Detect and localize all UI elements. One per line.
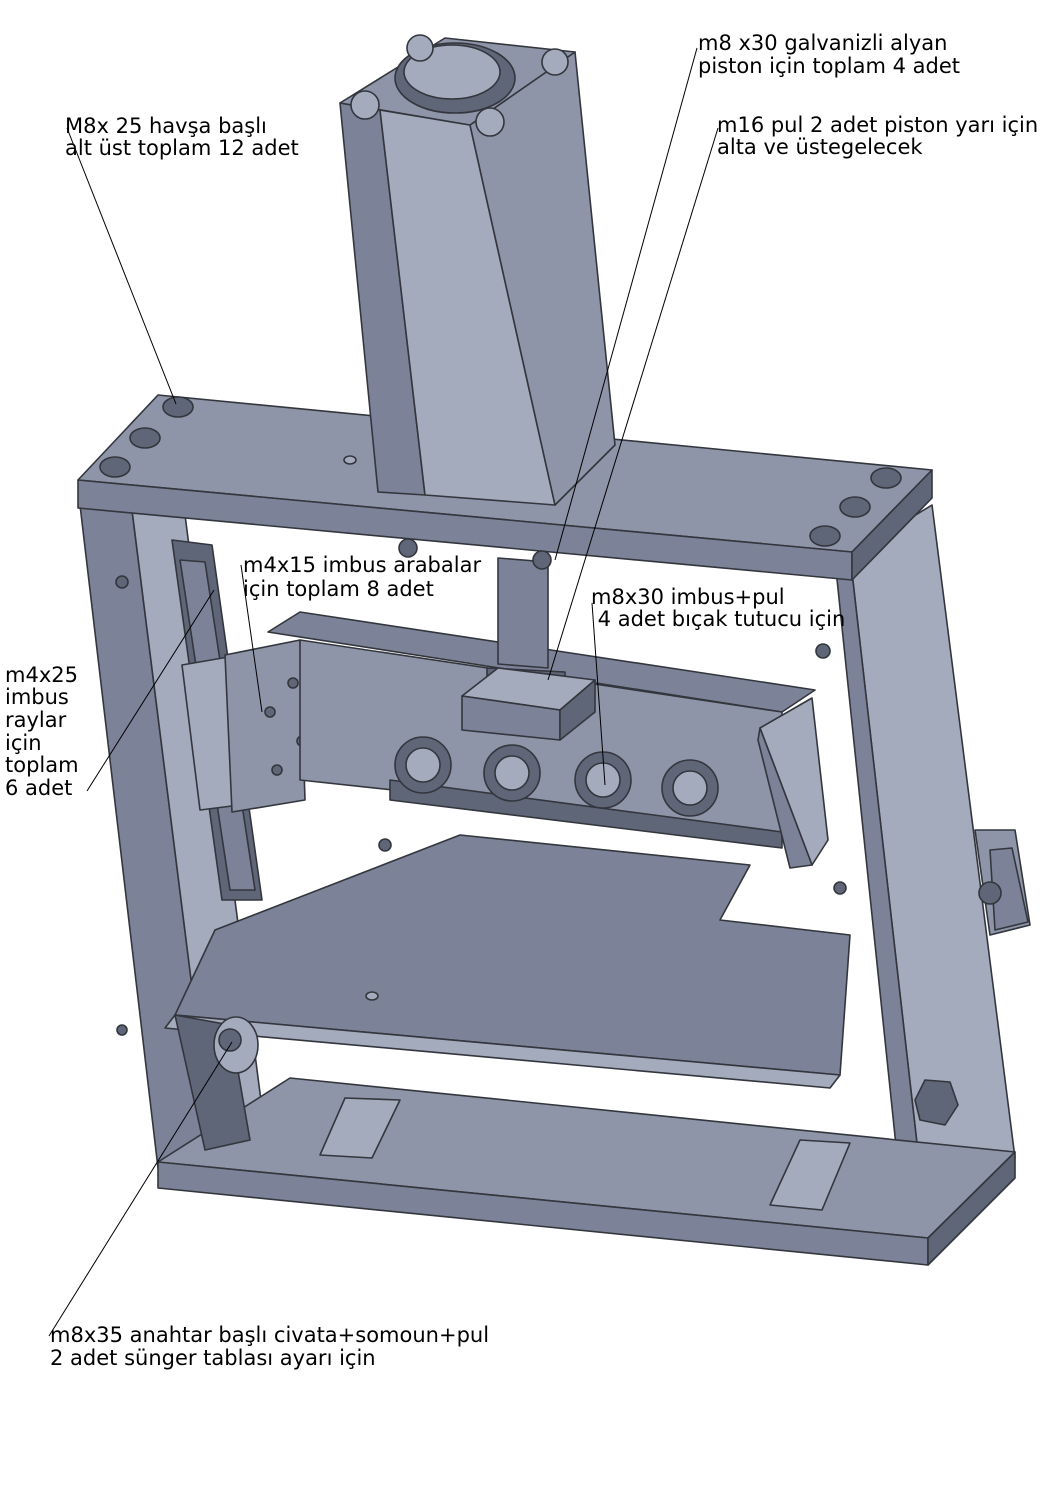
knife-holder-screws xyxy=(378,736,719,852)
annotation-line: piston için toplam 4 adet xyxy=(698,54,960,78)
annotation-line: imbus xyxy=(5,685,69,709)
annotation-m8x30-alyan: m8 x30 galvanizli alyan piston için topl… xyxy=(698,31,960,78)
leader-m4x25 xyxy=(86,589,215,792)
annotation-line: 4 adet bıçak tutucu için xyxy=(591,607,845,631)
annotation-line: m4x15 imbus arabalar xyxy=(243,553,481,577)
leader-lines xyxy=(48,47,719,1337)
annotation-m16-pul: m16 pul 2 adet piston yarı için alta ve … xyxy=(717,113,1038,159)
piston-rod-assembly xyxy=(398,538,596,741)
leader-m8x30-alyan xyxy=(554,47,698,561)
bottom-plate xyxy=(157,1077,1016,1266)
annotation-m8x35: m8x35 anahtar başlı civata+somoun+pul 2 … xyxy=(50,1323,489,1370)
annotation-line: raylar xyxy=(5,708,67,732)
annotation-m4x15: m4x15 imbus arabalar için toplam 8 adet xyxy=(243,553,481,601)
annotation-line: için toplam 8 adet xyxy=(243,577,434,601)
annotation-line: M8x 25 havşa başlı xyxy=(65,114,267,138)
sponge-table-adjust-bolt xyxy=(213,1016,959,1126)
press-assembly-illustration xyxy=(77,34,1031,1266)
annotation-line: m8 x30 galvanizli alyan xyxy=(698,31,947,55)
annotation-line: m4x25 xyxy=(5,663,78,687)
side-adjustment-bracket xyxy=(974,829,1031,936)
leader-m16-pul xyxy=(547,127,719,681)
annotation-m8x25: M8x 25 havşa başlı alt üst toplam 12 ade… xyxy=(65,114,299,160)
annotation-line: m8x30 imbus+pul xyxy=(591,585,785,609)
right-linear-rail xyxy=(757,697,829,869)
annotation-line: 2 adet sünger tablası ayarı için xyxy=(50,1346,376,1370)
leader-m8x30-imbus xyxy=(591,602,606,786)
annotation-line: toplam xyxy=(5,753,79,777)
annotation-line: m8x35 anahtar başlı civata+somoun+pul xyxy=(50,1323,489,1347)
top-plate-screws xyxy=(99,396,902,547)
leader-m8x25 xyxy=(66,127,177,405)
annotation-line: alta ve üstegelecek xyxy=(717,135,923,159)
left-linear-rail xyxy=(171,539,308,901)
leader-m8x35 xyxy=(48,1041,233,1337)
annotation-line: alt üst toplam 12 adet xyxy=(65,136,299,160)
pneumatic-cylinder xyxy=(339,34,616,506)
leader-m4x15 xyxy=(240,564,263,713)
annotation-m8x30-imbus: m8x30 imbus+pul 4 adet bıçak tutucu için xyxy=(591,585,845,631)
annotation-m4x25: m4x25 imbus raylar için toplam 6 adet xyxy=(5,663,79,800)
annotation-line: m16 pul 2 adet piston yarı için xyxy=(717,113,1038,137)
annotation-line: 6 adet xyxy=(5,776,72,800)
annotation-line: için xyxy=(5,731,42,755)
